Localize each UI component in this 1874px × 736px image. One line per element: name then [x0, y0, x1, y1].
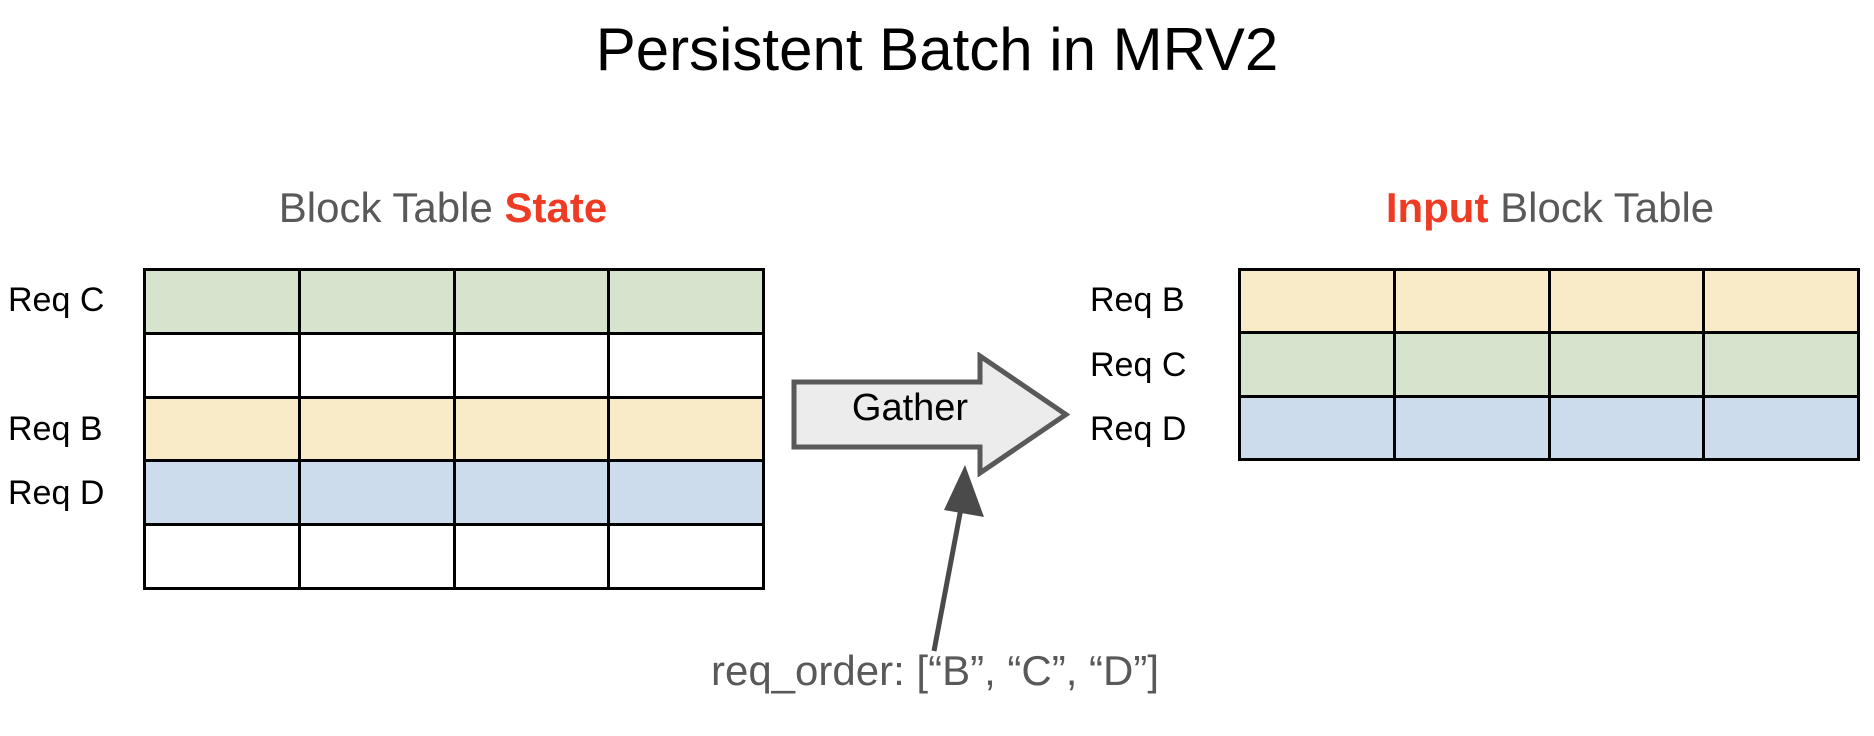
gather-arrow-icon — [791, 352, 1070, 477]
table-cell — [300, 526, 453, 587]
block-table-state-row-label: Req C — [8, 281, 105, 320]
table-cell — [1241, 397, 1393, 458]
table-cell — [1241, 334, 1393, 395]
table-cell — [1395, 334, 1548, 395]
table-cell — [610, 271, 762, 332]
table-cell — [455, 398, 608, 460]
input-block-table-grid — [1238, 268, 1860, 461]
table-cell — [146, 462, 298, 524]
table-cell — [610, 398, 762, 460]
input-block-table-row-label: Req D — [1090, 409, 1187, 448]
table-cell — [455, 271, 608, 332]
table-cell — [146, 271, 298, 332]
table-cell — [1550, 271, 1703, 332]
block-table-state-grid — [143, 268, 765, 590]
table-cell — [455, 462, 608, 524]
req-order-annotation: req_order: [“B”, “C”, “D”] — [710, 647, 1160, 694]
req-order-pointer-arrow-icon — [931, 465, 984, 652]
left-heading-accent: State — [504, 184, 608, 231]
table-cell — [1705, 271, 1857, 332]
table-cell — [146, 526, 298, 587]
left-panel-heading: Block Table State — [123, 183, 763, 233]
table-cell — [455, 334, 608, 396]
right-heading-suffix: Block Table — [1488, 184, 1715, 231]
table-cell — [610, 462, 762, 524]
block-table-state-row-label: Req D — [8, 474, 105, 513]
table-cell — [300, 398, 453, 460]
table-cell — [610, 526, 762, 587]
table-cell — [1241, 271, 1393, 332]
input-block-table-row-label: Req C — [1090, 345, 1187, 384]
table-cell — [455, 526, 608, 587]
table-cell — [1705, 397, 1857, 458]
table-cell — [146, 398, 298, 460]
table-cell — [300, 334, 453, 396]
table-cell — [300, 462, 453, 524]
right-heading-accent: Input — [1385, 184, 1489, 231]
table-cell — [146, 334, 298, 396]
table-cell — [1550, 334, 1703, 395]
table-cell — [1550, 397, 1703, 458]
table-cell — [1395, 271, 1548, 332]
table-cell — [1705, 334, 1857, 395]
table-cell — [610, 334, 762, 396]
block-table-state-row-label: Req B — [8, 410, 103, 448]
right-panel-heading: Input Block Table — [1240, 183, 1860, 233]
input-block-table-row-label: Req B — [1090, 281, 1185, 320]
table-cell — [1395, 397, 1548, 458]
table-cell — [300, 271, 453, 332]
page-title: Persistent Batch in MRV2 — [595, 16, 1279, 83]
left-heading-prefix: Block Table — [278, 184, 505, 231]
